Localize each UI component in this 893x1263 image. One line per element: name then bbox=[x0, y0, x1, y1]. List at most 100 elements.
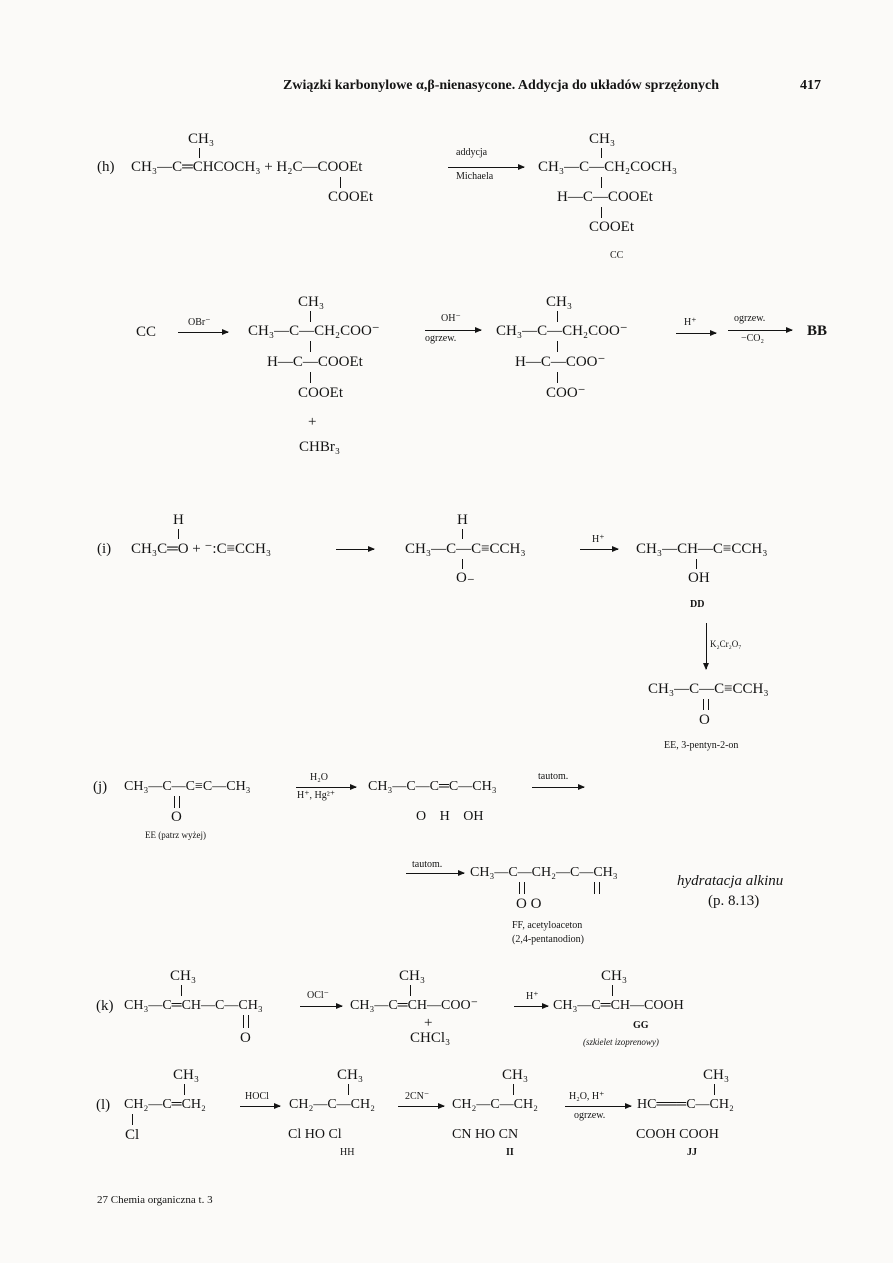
k-gg: GG bbox=[633, 1020, 649, 1031]
l-intermediate1-subs: Cl HO Cl bbox=[288, 1127, 342, 1142]
l-arrow1 bbox=[240, 1103, 281, 1109]
k-product: CH₃—C═CH—COOH bbox=[553, 998, 684, 1013]
cc-arrow4-top: ogrzew. bbox=[734, 313, 766, 324]
j-intermediate-subs: O H OH bbox=[416, 809, 484, 824]
h-cooet: COOEt bbox=[328, 189, 373, 205]
i-bond bbox=[462, 559, 463, 569]
cc-arrow4 bbox=[728, 327, 793, 333]
cc-arrow1-label: OBr⁻ bbox=[188, 317, 211, 328]
cc-arrow2-top: OH⁻ bbox=[441, 313, 461, 324]
cc-start: CC bbox=[136, 324, 157, 340]
j-arrow3-label: tautom. bbox=[412, 859, 443, 870]
l-arrow3 bbox=[565, 1103, 632, 1109]
cc-chbr3: CHBr₃ bbox=[299, 439, 341, 455]
i-arrow1 bbox=[336, 546, 375, 552]
page-number: 417 bbox=[800, 78, 821, 93]
h-bond bbox=[340, 177, 341, 188]
l-product-ch3: CH₃ bbox=[703, 1067, 730, 1083]
i-reactants: CH₃C═O + ⁻:C≡CCH₃ bbox=[131, 541, 272, 557]
j-reactant: CH₃—C—C≡C—CH₃ bbox=[124, 779, 251, 794]
cc-m2-ch3: CH₃ bbox=[546, 294, 573, 310]
h-ch3-sub: CH₃ bbox=[188, 131, 215, 147]
l-m2-ch3: CH₃ bbox=[502, 1067, 529, 1083]
k-chcl3: CHCl₃ bbox=[410, 1030, 451, 1046]
i-product2: CH₃—C—C≡CCH₃ bbox=[648, 681, 769, 697]
l-bond bbox=[513, 1084, 514, 1095]
cc-m2-coo: COO⁻ bbox=[546, 385, 586, 401]
running-header-title: Związki karbonylowe α,β-nienasycone. Add… bbox=[283, 78, 720, 93]
j-double-bond bbox=[594, 882, 600, 894]
i-down-arrow bbox=[703, 623, 709, 670]
h-product-line2: H—C—COOEt bbox=[557, 189, 653, 205]
l-intermediate1: CH₂—C—CH₂ bbox=[289, 1097, 375, 1112]
j-double-bond bbox=[174, 796, 180, 808]
cc-bond bbox=[557, 341, 558, 352]
j-ff-label: FF, acetyloaceton bbox=[512, 920, 583, 931]
l-arrow1-label: HOCl bbox=[245, 1091, 269, 1102]
l-intermediate2-subs: CN HO CN bbox=[452, 1127, 519, 1142]
k-arrow2 bbox=[514, 1003, 549, 1009]
k-mid-ch3: CH₃ bbox=[399, 968, 426, 984]
cc-bond bbox=[557, 372, 558, 383]
cc-arrow3-label: H⁺ bbox=[684, 317, 697, 328]
l-bond bbox=[184, 1084, 185, 1095]
k-arrow1-label: OCl⁻ bbox=[307, 990, 329, 1001]
k-plus: + bbox=[424, 1015, 433, 1031]
j-arrow1-bottom: H⁺, Hg²⁺ bbox=[297, 790, 335, 801]
i-h1: H bbox=[173, 512, 184, 528]
i-intermediate: CH₃—C—C≡CCH₃ bbox=[405, 541, 526, 557]
h-bond bbox=[601, 207, 602, 218]
k-intermediate: CH₃—C═CH—COO⁻ bbox=[350, 998, 478, 1013]
cc-bond bbox=[310, 311, 311, 322]
cc-arrow2-bottom: ogrzew. bbox=[425, 333, 457, 344]
i-bond bbox=[462, 529, 463, 539]
j-tag: (j) bbox=[93, 779, 108, 795]
h-bond bbox=[601, 148, 602, 158]
l-product-subs: COOH COOH bbox=[636, 1127, 719, 1142]
footer-signature: 27 Chemia organiczna t. 3 bbox=[97, 1194, 213, 1206]
j-arrow2-label: tautom. bbox=[538, 771, 569, 782]
j-note-ref: (p. 8.13) bbox=[708, 893, 760, 909]
j-arrow1-top: H₂O bbox=[310, 772, 328, 783]
cc-m1-cooet: COOEt bbox=[298, 385, 343, 401]
i-bond bbox=[178, 529, 179, 539]
h-product-ch3: CH₃ bbox=[589, 131, 616, 147]
l-intermediate2: CH₂—C—CH₂ bbox=[452, 1097, 538, 1112]
i-ee-label: EE, 3-pentyn-2-on bbox=[664, 740, 739, 751]
l-product: HC═══C—CH₂ bbox=[637, 1097, 734, 1112]
k-gg-note: (szkielet izoprenowy) bbox=[583, 1037, 659, 1047]
h-product-label: CC bbox=[610, 250, 624, 261]
cc-bond bbox=[310, 341, 311, 352]
l-arrow3-top: H₂O, H⁺ bbox=[569, 1091, 605, 1102]
k-ch3: CH₃ bbox=[170, 968, 197, 984]
l-arrow3-bottom: ogrzew. bbox=[574, 1110, 606, 1121]
i-arrow2-label: H⁺ bbox=[592, 534, 605, 545]
j-arrow3 bbox=[406, 870, 465, 876]
i-h2: H bbox=[457, 512, 468, 528]
j-ee-ref: EE (patrz wyżej) bbox=[145, 830, 206, 840]
k-bond bbox=[410, 985, 411, 996]
i-dd: DD bbox=[690, 599, 705, 610]
cc-m1-ch3: CH₃ bbox=[298, 294, 325, 310]
k-double-bond bbox=[243, 1015, 249, 1028]
j-ff-label2: (2,4-pentanodion) bbox=[512, 934, 584, 945]
i-oh: OH bbox=[688, 570, 710, 586]
l-reactant-cl: Cl bbox=[125, 1127, 140, 1143]
cc-arrow4-bottom: −CO₂ bbox=[741, 333, 765, 344]
l-bond bbox=[714, 1084, 715, 1095]
j-product: CH₃—C—CH₂—C—CH₃ bbox=[470, 865, 618, 880]
cc-m2-line2: H—C—COO⁻ bbox=[515, 354, 606, 370]
cc-m2-line1: CH₃—C—CH₂COO⁻ bbox=[496, 323, 628, 339]
l-arrow2 bbox=[398, 1103, 445, 1109]
k-arrow1 bbox=[300, 1003, 343, 1009]
h-arrow-label-bottom: Michaela bbox=[456, 171, 494, 182]
l-bond bbox=[132, 1114, 133, 1125]
k-arrow2-label: H⁺ bbox=[526, 991, 539, 1002]
cc-arrow2 bbox=[425, 327, 482, 333]
h-product-cooet: COOEt bbox=[589, 219, 634, 235]
i-o-minus: O₋ bbox=[456, 570, 475, 586]
cc-m1-line2: H—C—COOEt bbox=[267, 354, 363, 370]
i-tag: (i) bbox=[97, 541, 112, 557]
cc-m1-line1: CH₃—C—CH₂COO⁻ bbox=[248, 323, 380, 339]
l-ii: II bbox=[506, 1147, 514, 1158]
